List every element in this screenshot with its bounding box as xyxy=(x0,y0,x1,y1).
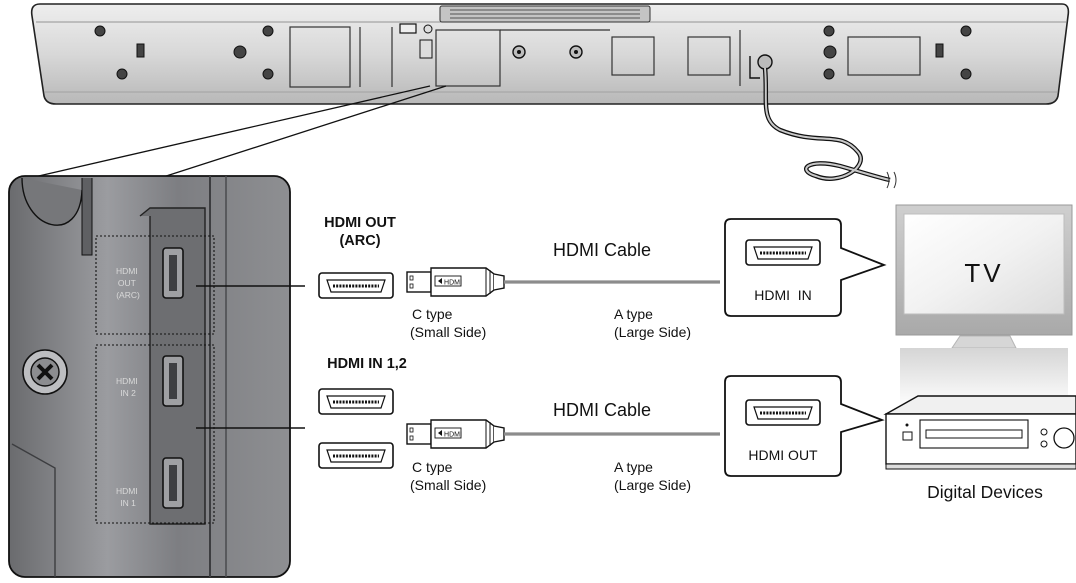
hdmi-c-type-plug-icon: HDMI xyxy=(406,267,505,297)
device-port-label: HDMI OUT xyxy=(748,447,818,463)
soundbar xyxy=(30,3,1070,189)
panel-label-hdmi-in1: HDMI IN 1 xyxy=(116,486,140,508)
tv-icon: TV xyxy=(895,204,1073,408)
plug-text: HDMI xyxy=(444,280,462,287)
hdmi-port-icon xyxy=(318,272,394,299)
hdmi-out-section: HDMI OUT (ARC) HDMI HDMI Cable C type (S… xyxy=(318,204,1073,408)
connector-c-type-sub: (Small Side) xyxy=(410,477,486,493)
hdmi-port-icon xyxy=(745,399,821,426)
connector-c-type-sub: (Small Side) xyxy=(410,324,486,340)
device-label: Digital Devices xyxy=(927,482,1043,502)
connector-a-type-sub: (Large Side) xyxy=(614,324,691,340)
connector-a-type: A type xyxy=(614,306,653,322)
hdmi-port-icon xyxy=(318,442,394,469)
panel-screw-icon xyxy=(22,349,68,395)
soundbar-port-panel: HDMI OUT (ARC) HDMI IN 2 HDMI IN 1 xyxy=(8,175,291,578)
zoom-line-right xyxy=(159,85,447,179)
tv-port-label: HDMI IN xyxy=(754,287,812,303)
hdmi-c-type-plug-icon: HDMI xyxy=(406,419,505,449)
zoom-line-left xyxy=(29,85,431,179)
hdmi-out-title-arc: (ARC) xyxy=(339,233,380,249)
tv-label: TV xyxy=(964,258,1003,288)
panel-label-hdmi-out-arc: HDMI OUT (ARC) xyxy=(116,266,140,300)
hdmi-in-title: HDMI IN 1,2 xyxy=(327,356,407,372)
connector-a-type: A type xyxy=(614,459,653,475)
hdmi-port-icon xyxy=(318,388,394,415)
hdmi-cable-label: HDMI Cable xyxy=(553,400,651,420)
digital-device-icon xyxy=(883,395,1076,470)
hdmi-cable-label: HDMI Cable xyxy=(553,240,651,260)
hdmi-in-section: HDMI IN 1,2 HDMI HDMI Cable C type (Smal… xyxy=(318,356,1076,502)
connector-a-type-sub: (Large Side) xyxy=(614,477,691,493)
connector-c-type: C type xyxy=(412,306,453,322)
panel-label-hdmi-in2: HDMI IN 2 xyxy=(116,376,140,398)
connector-c-type: C type xyxy=(412,459,453,475)
plug-text: HDMI xyxy=(444,432,462,439)
hdmi-port-icon xyxy=(745,239,821,266)
hdmi-out-title: HDMI OUT xyxy=(324,215,396,231)
